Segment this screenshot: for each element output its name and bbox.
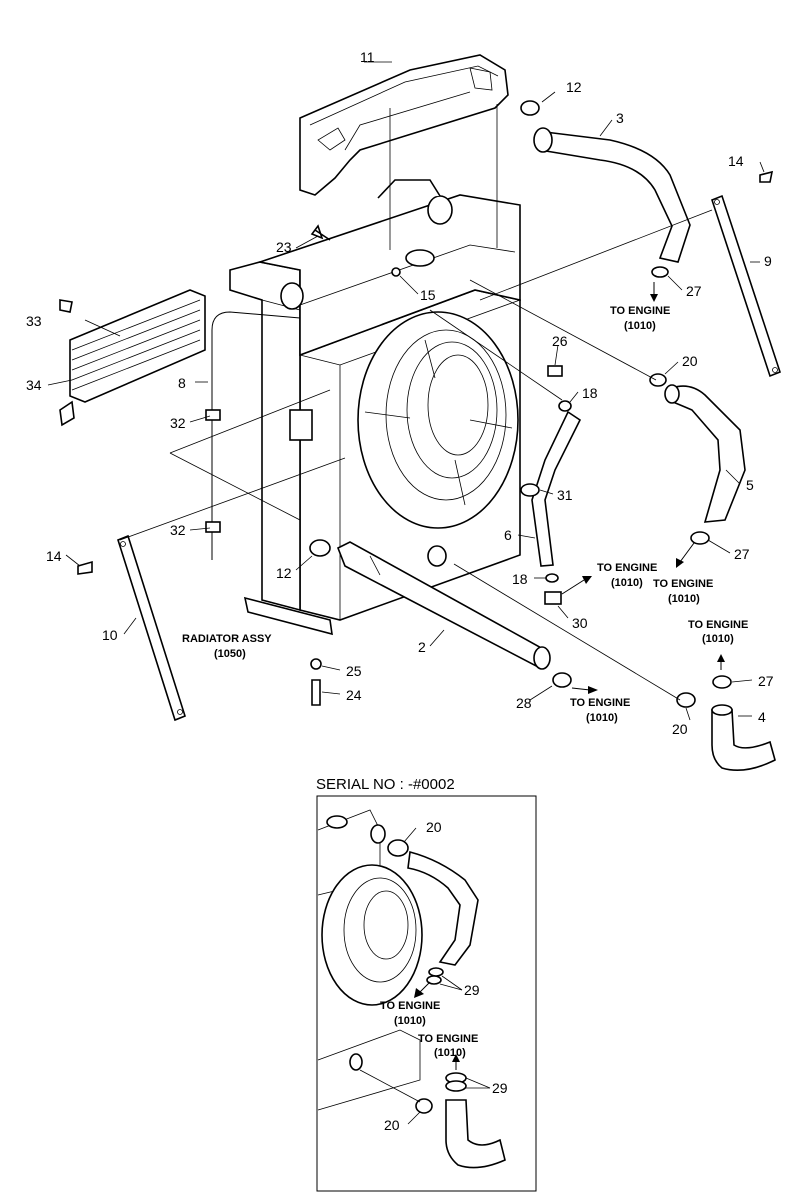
upper-hose-part-3	[533, 127, 691, 263]
label-32a: 32	[170, 415, 186, 431]
label-34: 34	[26, 377, 42, 393]
label-27b: 27	[734, 546, 750, 562]
label-30: 30	[572, 615, 588, 631]
part-labels: 11 12 3 14 9 23 15 33 34 8 32 32 14 10 1…	[26, 49, 774, 737]
label-14: 14	[728, 153, 744, 169]
label-8: 8	[178, 375, 186, 391]
label-2: 2	[418, 639, 426, 655]
note-to-engine-5: TO ENGINE	[570, 697, 630, 709]
hose-part-5	[664, 384, 746, 523]
label-32b: 32	[170, 522, 186, 538]
label-18b: 18	[512, 571, 528, 587]
inset-note-engine-ref-2: (1010)	[434, 1047, 466, 1059]
small-hardware	[59, 100, 774, 708]
label-31: 31	[557, 487, 573, 503]
stay-rod-part-9	[711, 194, 781, 378]
serial-inset: SERIAL NO : -#0002 20 29 29 2	[316, 776, 537, 1192]
drain-hose-part-6	[531, 410, 582, 567]
label-18a: 18	[582, 385, 598, 401]
inset-note-engine-ref-1: (1010)	[394, 1015, 426, 1027]
label-4: 4	[758, 709, 766, 725]
label-6: 6	[504, 527, 512, 543]
inset-label-29a: 29	[464, 982, 480, 998]
label-24: 24	[346, 687, 362, 703]
inset-frame	[316, 795, 537, 1192]
label-5: 5	[746, 477, 754, 493]
stay-rod-part-10	[117, 534, 186, 722]
note-engine-ref-4: (1010)	[702, 633, 734, 645]
inset-label-29b: 29	[492, 1080, 508, 1096]
inset-label-20b: 20	[384, 1117, 400, 1133]
label-10: 10	[102, 627, 118, 643]
tube-part-8	[205, 311, 301, 560]
elbow-hose-part-4	[711, 704, 776, 771]
label-28: 28	[516, 695, 532, 711]
label-27c: 27	[758, 673, 774, 689]
label-27a: 27	[686, 283, 702, 299]
note-to-engine-3: TO ENGINE	[653, 578, 713, 590]
label-33: 33	[26, 313, 42, 329]
note-engine-ref-1: (1010)	[624, 320, 656, 332]
note-to-engine-4: TO ENGINE	[688, 619, 748, 631]
label-23: 23	[276, 239, 292, 255]
label-25: 25	[346, 663, 362, 679]
inset-note-to-engine-1: TO ENGINE	[380, 1000, 440, 1012]
note-to-engine-2: TO ENGINE	[597, 562, 657, 574]
label-20a: 20	[682, 353, 698, 369]
label-3: 3	[616, 110, 624, 126]
note-to-engine-1: TO ENGINE	[610, 305, 670, 317]
oil-cooler-part-34	[59, 289, 206, 427]
cover-guard-part-11	[299, 54, 509, 196]
label-12b: 12	[276, 565, 292, 581]
label-15: 15	[420, 287, 436, 303]
note-radiator-ref: (1050)	[214, 648, 246, 660]
inset-title: SERIAL NO : -#0002	[316, 776, 455, 793]
leader-lines	[47, 61, 765, 721]
label-11: 11	[360, 49, 375, 65]
lower-hose-part-2	[336, 541, 551, 670]
label-26: 26	[552, 333, 568, 349]
reference-notes: TO ENGINE (1010) TO ENGINE (1010) TO ENG…	[182, 305, 748, 724]
inset-label-20a: 20	[426, 819, 442, 835]
note-engine-ref-3: (1010)	[668, 593, 700, 605]
note-engine-ref-5: (1010)	[586, 712, 618, 724]
label-9: 9	[764, 253, 772, 269]
note-radiator-assy: RADIATOR ASSY	[182, 633, 272, 645]
label-14b: 14	[46, 548, 62, 564]
note-engine-ref-2: (1010)	[611, 577, 643, 589]
inset-note-to-engine-2: TO ENGINE	[418, 1033, 478, 1045]
label-12: 12	[566, 79, 582, 95]
label-20b: 20	[672, 721, 688, 737]
